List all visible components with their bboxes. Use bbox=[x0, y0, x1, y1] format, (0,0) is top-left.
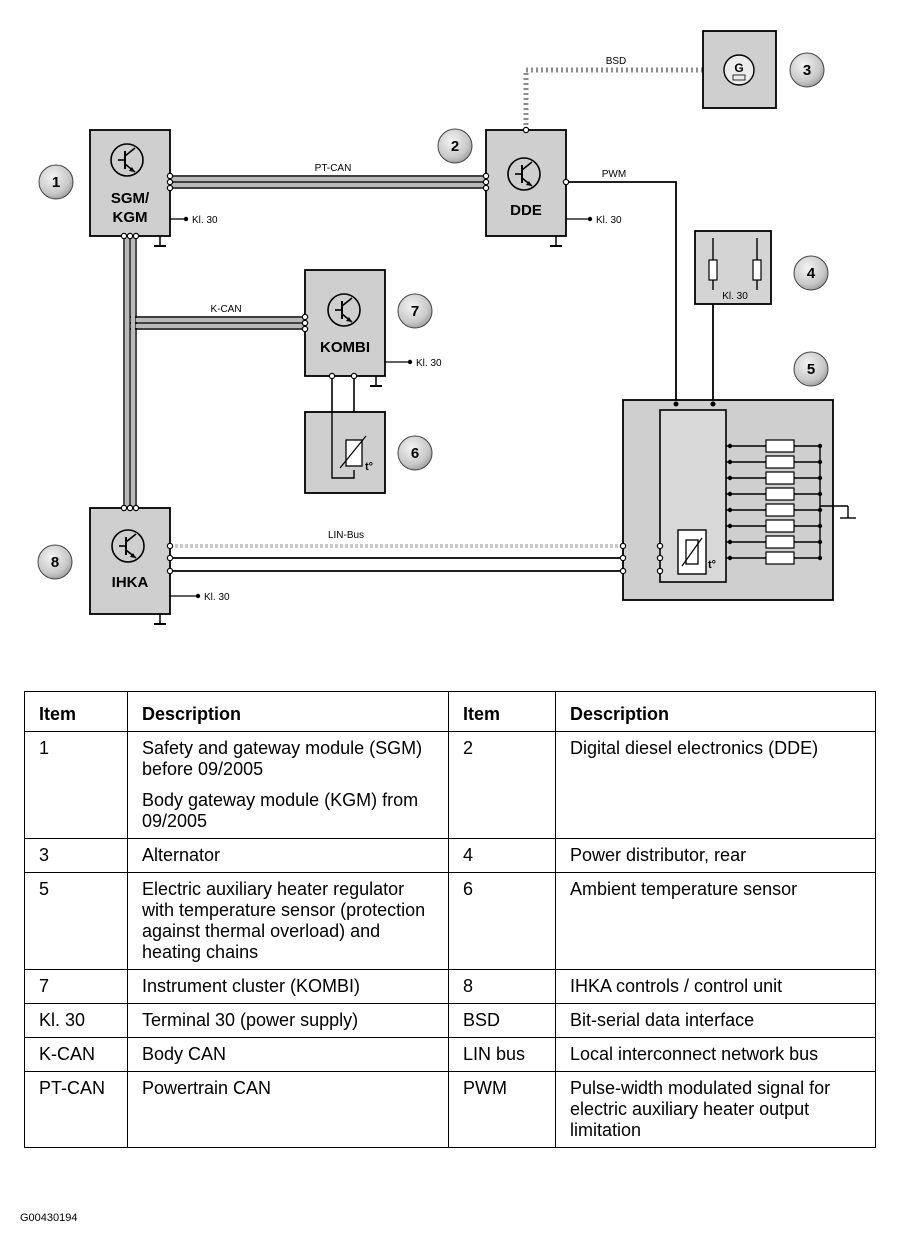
legend-item: 6 bbox=[448, 872, 556, 970]
legend-description-text: Alternator bbox=[142, 845, 221, 865]
legend-header-row: Item Description Item Description bbox=[24, 691, 876, 732]
legend-header-description: Description bbox=[127, 691, 449, 732]
legend-item: 2 bbox=[448, 731, 556, 839]
legend-description-text: Terminal 30 (power supply) bbox=[142, 1010, 359, 1030]
callout-8: 8 bbox=[37, 544, 73, 580]
legend-item: 8 bbox=[448, 969, 556, 1004]
legend-description: Ambient temperature sensor bbox=[555, 872, 876, 970]
legend-item: BSD bbox=[448, 1003, 556, 1038]
legend-body: 1 Safety and gateway module (SGM) before … bbox=[24, 731, 876, 1148]
legend-description: Local interconnect network bus bbox=[555, 1037, 876, 1072]
legend-description: Alternator bbox=[127, 838, 449, 873]
legend-description-text: Powertrain CAN bbox=[142, 1078, 272, 1098]
k-can-label: K-CAN bbox=[210, 304, 241, 315]
temp-symbol: t° bbox=[365, 461, 373, 473]
pwm-label: PWM bbox=[602, 169, 626, 180]
sgm-kgm-module: SGM/ KGM Kl. 30 bbox=[89, 129, 218, 247]
dde-module: DDE Kl. 30 bbox=[485, 129, 622, 247]
legend-item: 3 bbox=[24, 838, 128, 873]
terminal-label: Kl. 30 bbox=[204, 592, 230, 603]
callout-2: 2 bbox=[437, 128, 473, 164]
legend-description: Safety and gateway module (SGM) before 0… bbox=[127, 731, 449, 839]
svg-text:3: 3 bbox=[803, 62, 811, 79]
temperature-sensor-module: t° bbox=[304, 376, 386, 494]
legend-description-text: Body gateway module (KGM) from 09/2005 bbox=[142, 790, 419, 831]
svg-text:8: 8 bbox=[51, 554, 59, 571]
ihka-module: IHKA Kl. 30 bbox=[89, 507, 230, 625]
dde-label: DDE bbox=[510, 202, 542, 219]
wiring-diagram: SGM/ KGM Kl. 30 DDE Kl. 30 G Kl. 30 bbox=[37, 30, 856, 625]
legend-description-text: Electric auxiliary heater regulator with… bbox=[142, 879, 426, 962]
kombi-module: KOMBI Kl. 30 bbox=[304, 269, 442, 387]
power-distributor-label: Kl. 30 bbox=[722, 291, 748, 302]
legend-description-text: Safety and gateway module (SGM) before 0… bbox=[142, 738, 423, 779]
kgm-label: KGM bbox=[113, 209, 148, 226]
legend-description: Power distributor, rear bbox=[555, 838, 876, 873]
pt-can-label: PT-CAN bbox=[315, 163, 352, 174]
legend-header-description: Description bbox=[555, 691, 876, 732]
heater-regulator-module: t° bbox=[622, 399, 856, 601]
power-distributor-module: Kl. 30 bbox=[694, 230, 772, 305]
kombi-label: KOMBI bbox=[320, 339, 370, 356]
callout-5: 5 bbox=[793, 351, 829, 387]
legend-description: Bit-serial data interface bbox=[555, 1003, 876, 1038]
bsd-line bbox=[523, 67, 703, 130]
svg-text:4: 4 bbox=[807, 265, 816, 282]
legend-item: 4 bbox=[448, 838, 556, 873]
legend-description: Instrument cluster (KOMBI) bbox=[127, 969, 449, 1004]
svg-text:5: 5 bbox=[807, 361, 815, 378]
legend-description: IHKA controls / control unit bbox=[555, 969, 876, 1004]
svg-text:6: 6 bbox=[411, 445, 419, 462]
legend-description: Powertrain CAN bbox=[127, 1071, 449, 1148]
legend-table: Item Description Item Description 1 Safet… bbox=[24, 691, 876, 1148]
legend-item: K-CAN bbox=[24, 1037, 128, 1072]
pwm-line bbox=[566, 181, 677, 402]
callout-6: 6 bbox=[397, 435, 433, 471]
legend-row: 1 Safety and gateway module (SGM) before … bbox=[24, 731, 876, 839]
svg-text:1: 1 bbox=[52, 174, 60, 191]
legend-description: Body CAN bbox=[127, 1037, 449, 1072]
legend-item: 5 bbox=[24, 872, 128, 970]
legend-item: PWM bbox=[448, 1071, 556, 1148]
k-can-bus bbox=[123, 236, 305, 508]
ihka-label: IHKA bbox=[112, 574, 149, 591]
callout-4: 4 bbox=[793, 255, 829, 291]
legend-item: Kl. 30 bbox=[24, 1003, 128, 1038]
legend-header-item: Item bbox=[24, 691, 128, 732]
lin-bus-label: LIN-Bus bbox=[328, 530, 364, 541]
legend-item: 7 bbox=[24, 969, 128, 1004]
legend-description: Pulse-width modulated signal for electri… bbox=[555, 1071, 876, 1148]
svg-text:2: 2 bbox=[451, 138, 459, 155]
callout-1: 1 bbox=[38, 164, 74, 200]
alternator-symbol: G bbox=[734, 61, 743, 75]
pt-can-bus bbox=[170, 175, 486, 189]
legend-item: PT-CAN bbox=[24, 1071, 128, 1148]
terminal-label: Kl. 30 bbox=[596, 215, 622, 226]
terminal-label: Kl. 30 bbox=[416, 358, 442, 369]
alternator-module: G bbox=[702, 30, 777, 109]
callout-7: 7 bbox=[397, 293, 433, 329]
legend-item: LIN bus bbox=[448, 1037, 556, 1072]
legend-description-text: Instrument cluster (KOMBI) bbox=[142, 976, 361, 996]
terminal-label: Kl. 30 bbox=[192, 215, 218, 226]
svg-text:7: 7 bbox=[411, 303, 419, 320]
legend-description: Terminal 30 (power supply) bbox=[127, 1003, 449, 1038]
figure-code: G00430194 bbox=[20, 1212, 78, 1224]
legend-description-text: Body CAN bbox=[142, 1044, 227, 1064]
sgm-label: SGM/ bbox=[111, 190, 150, 207]
legend-item: 1 bbox=[24, 731, 128, 839]
temp-symbol: t° bbox=[708, 559, 716, 571]
legend-description: Digital diesel electronics (DDE) bbox=[555, 731, 876, 839]
legend-header-item: Item bbox=[448, 691, 556, 732]
legend-description: Electric auxiliary heater regulator with… bbox=[127, 872, 449, 970]
callout-3: 3 bbox=[789, 52, 825, 88]
bsd-label: BSD bbox=[606, 56, 627, 67]
